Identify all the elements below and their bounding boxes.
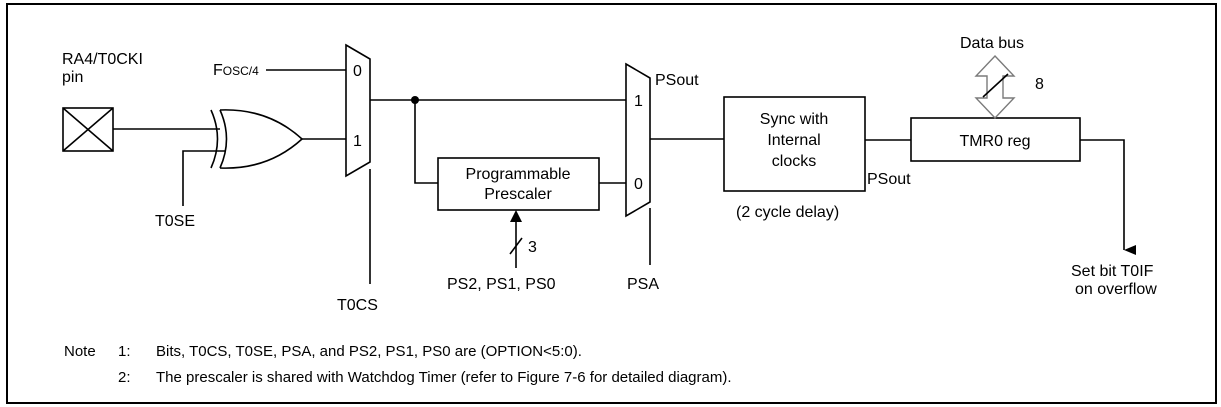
diagram-frame bbox=[6, 3, 1217, 404]
note1-text: Bits, T0CS, T0SE, PSA, and PS2, PS1, PS0… bbox=[156, 343, 582, 360]
tmr0-register-box bbox=[910, 117, 1081, 162]
ps-bits-label: PS2, PS1, PS0 bbox=[447, 276, 556, 293]
data-bus-label: Data bus bbox=[960, 35, 1024, 52]
ps-bus-arrowhead bbox=[510, 210, 522, 222]
sync-label-line2: Internal bbox=[767, 132, 820, 149]
tmr0-label: TMR0 reg bbox=[959, 133, 1030, 150]
sync-label-line1: Sync with bbox=[760, 111, 828, 128]
note2-text: The prescaler is shared with Watchdog Ti… bbox=[156, 369, 732, 386]
sync-delay-label: (2 cycle delay) bbox=[736, 204, 839, 221]
prescaler-assignment-mux bbox=[625, 62, 651, 218]
data-bus-width: 8 bbox=[1035, 76, 1044, 93]
ps-bus-slash bbox=[509, 237, 523, 255]
prescaler-label-line1: Programmable bbox=[466, 166, 571, 183]
fosc-label: FOSC/4 bbox=[213, 62, 259, 79]
prescaler-label-line2: Prescaler bbox=[484, 186, 552, 203]
note1-number: 1: bbox=[118, 343, 131, 360]
prescaler-box bbox=[437, 157, 600, 211]
xor-gate bbox=[210, 109, 304, 169]
t0se-label: T0SE bbox=[155, 213, 195, 230]
t0cs-label: T0CS bbox=[337, 297, 378, 314]
overflow-arrow bbox=[1080, 139, 1136, 255]
mux1-input0-label: 0 bbox=[353, 63, 362, 80]
mux2-input0-label: 0 bbox=[634, 176, 643, 193]
psa-label: PSA bbox=[627, 276, 659, 293]
overflow-label-line2: on overflow bbox=[1075, 281, 1157, 298]
sync-box bbox=[723, 96, 866, 192]
input-pin-symbol bbox=[62, 107, 114, 152]
note1-prefix: Note bbox=[64, 343, 96, 360]
wire-t0se bbox=[182, 150, 226, 206]
pin-label-line2: pin bbox=[62, 69, 83, 86]
pin-label-line1: RA4/T0CKI bbox=[62, 51, 143, 68]
overflow-label-line1: Set bit T0IF bbox=[1071, 263, 1154, 280]
sync-label-line3: clocks bbox=[772, 153, 816, 170]
clock-source-mux bbox=[345, 43, 371, 178]
mux1-input1-label: 1 bbox=[353, 133, 362, 150]
mux2-input1-label: 1 bbox=[634, 93, 643, 110]
psout-top-label: PSout bbox=[655, 72, 699, 89]
ps-bus-width: 3 bbox=[528, 239, 537, 256]
data-bus-slash bbox=[982, 73, 1009, 98]
psout-bottom-label: PSout bbox=[867, 171, 911, 188]
wire-to-prescaler bbox=[414, 100, 438, 184]
note2-number: 2: bbox=[118, 369, 131, 386]
